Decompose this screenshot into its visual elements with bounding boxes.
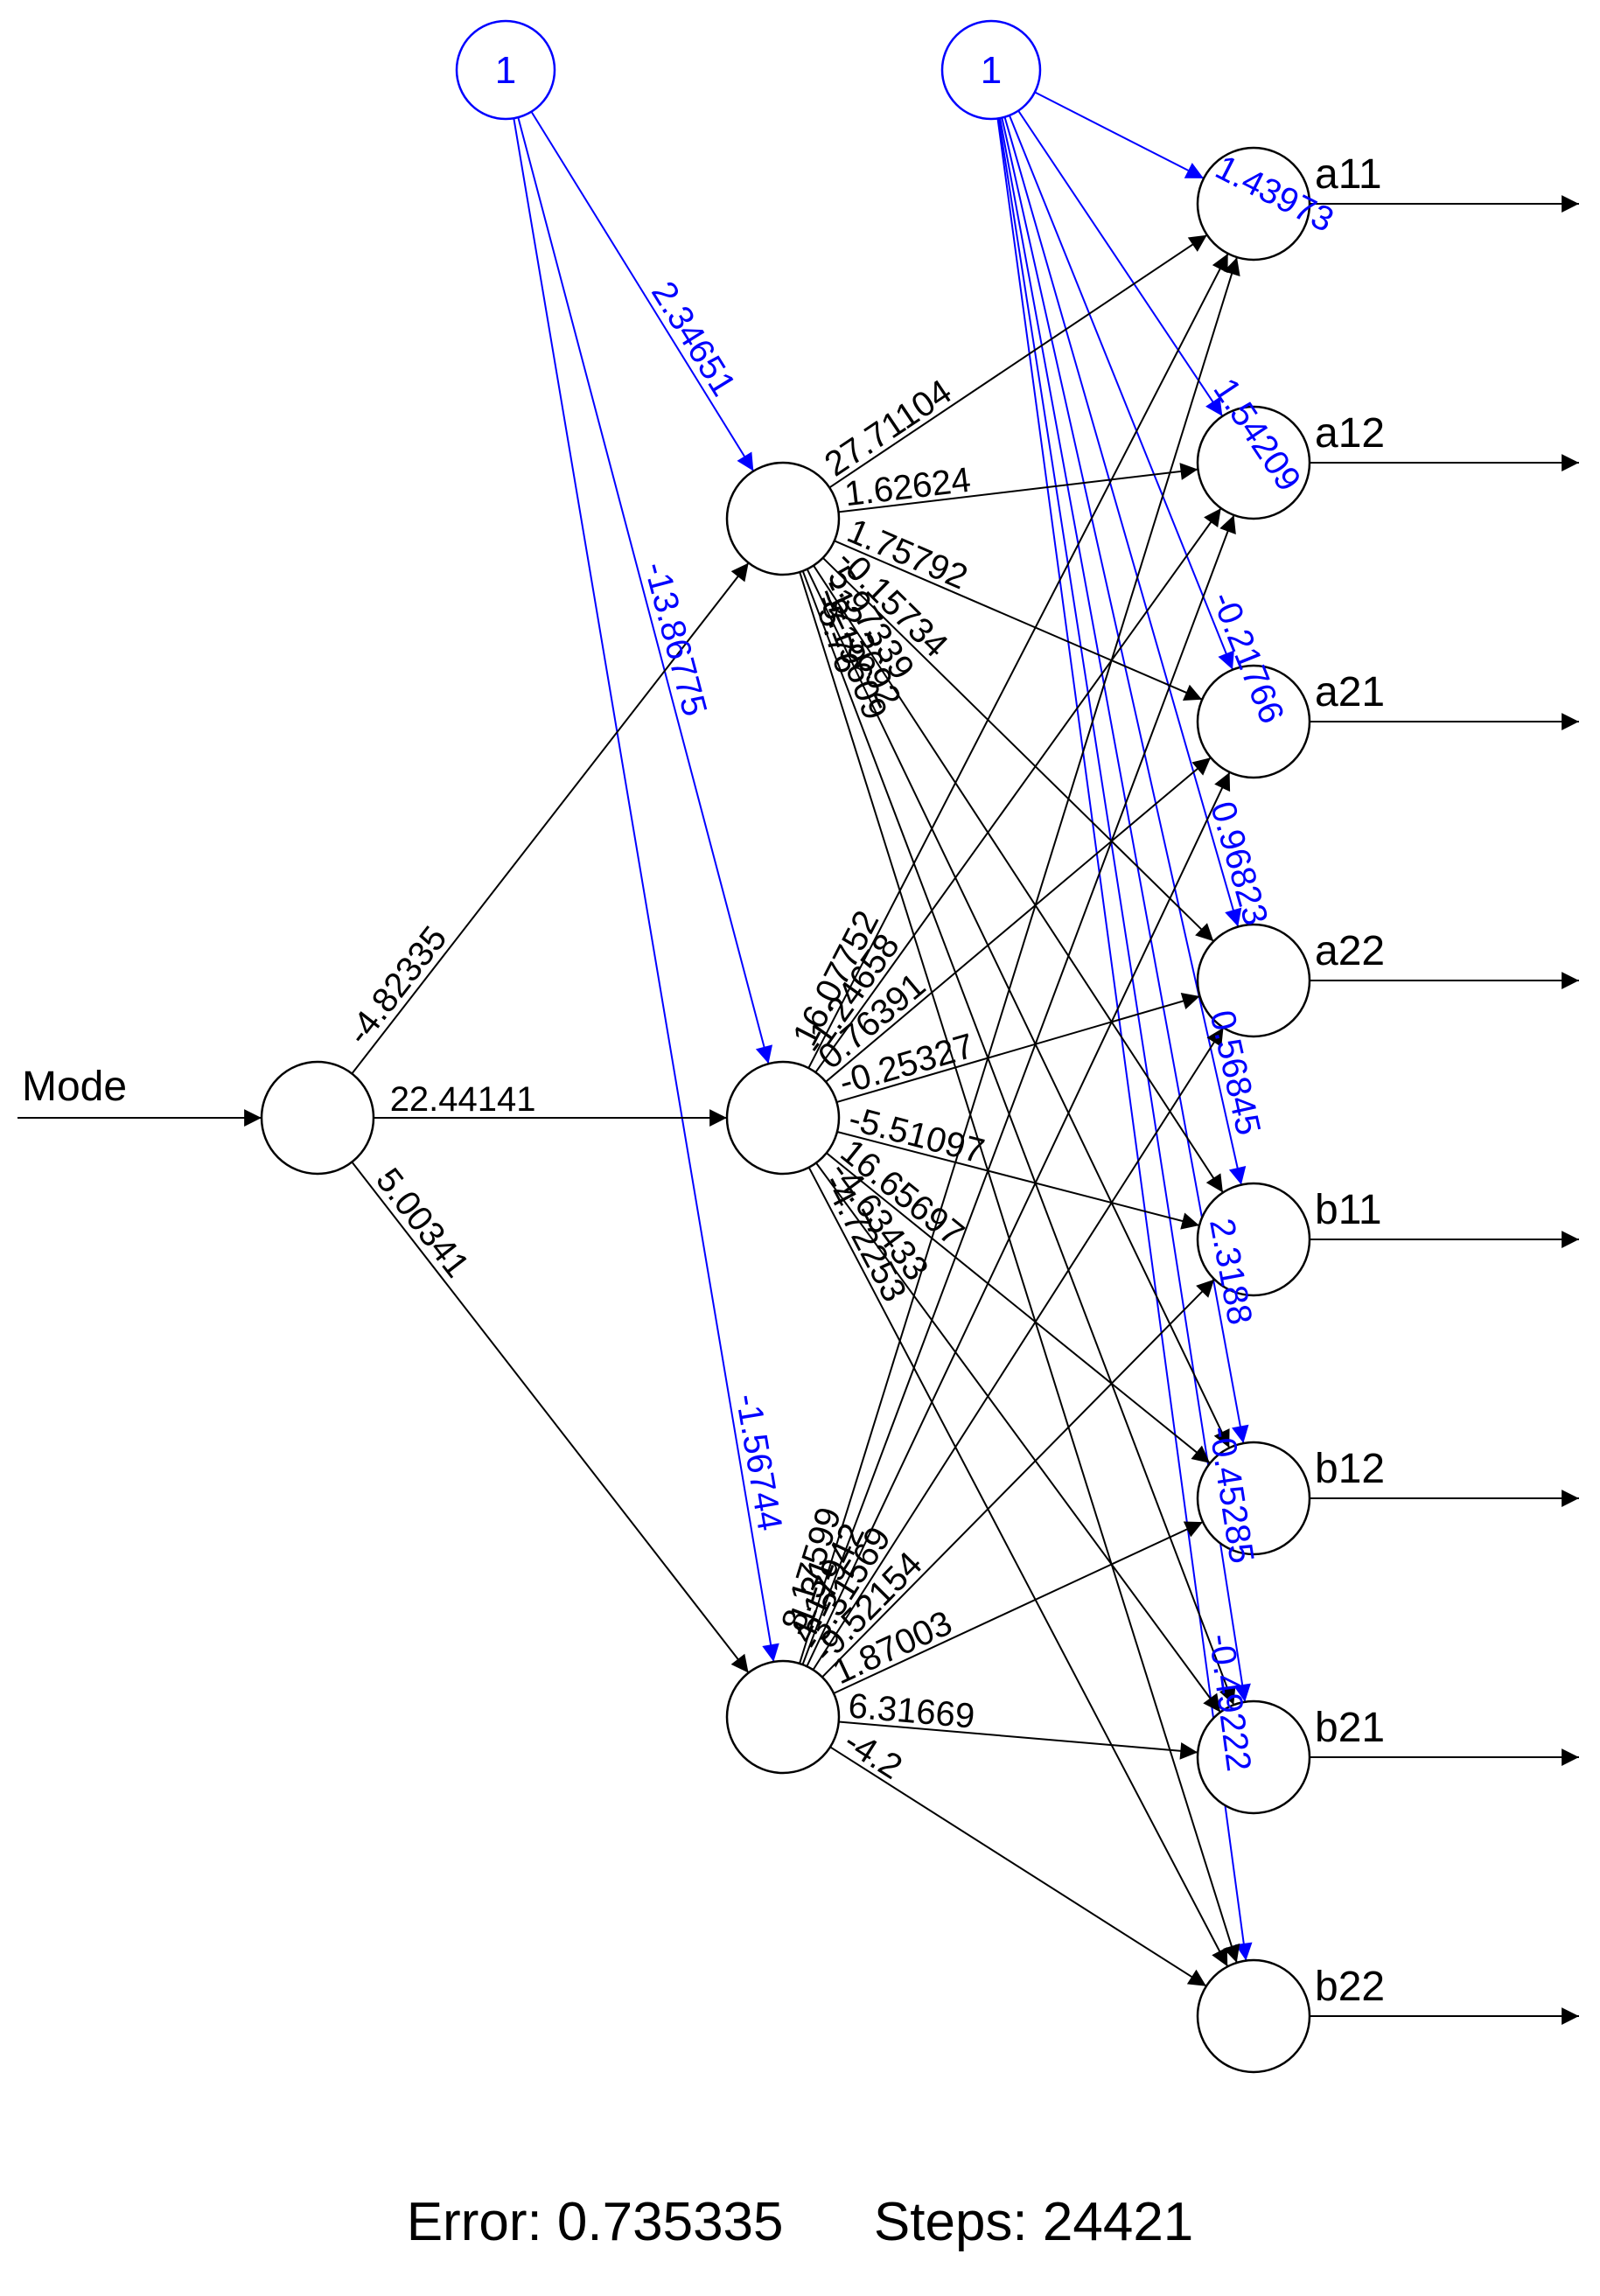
bias-node-2-label: 1 xyxy=(981,49,1002,92)
bias-edge-hidden-1 xyxy=(530,111,755,472)
output-label-a12: a12 xyxy=(1315,410,1385,457)
hidden-node-3 xyxy=(725,1659,841,1775)
bias-edge-a12 xyxy=(1017,110,1224,417)
output-node-b21 xyxy=(1196,1699,1311,1815)
bias-edge-hidden-3 xyxy=(513,118,779,1663)
edge-hidden2-to-a11 xyxy=(807,253,1229,1069)
bias-edge-a22 xyxy=(1003,116,1242,927)
bias-weight-hidden-1: 2.34651 xyxy=(644,275,743,402)
input-node xyxy=(260,1060,375,1176)
bias-node-2 xyxy=(940,19,1042,121)
bias-edge-a11 xyxy=(1034,91,1205,179)
weight-input-hidden-2: 22.44141 xyxy=(390,1080,536,1119)
output-node-b12 xyxy=(1196,1441,1311,1556)
edge-hidden3-to-b11 xyxy=(821,1278,1215,1678)
edge-hidden1-to-a22 xyxy=(821,557,1215,942)
edge-hidden1-to-a12 xyxy=(838,463,1198,513)
edge-hidden1-to-b22 xyxy=(799,571,1240,1964)
edge-hidden2-to-a12 xyxy=(814,507,1222,1073)
weight-input-hidden-3: 5.00341 xyxy=(368,1162,476,1285)
edge-hidden2-to-a22 xyxy=(836,993,1200,1104)
output-node-a21 xyxy=(1196,664,1311,779)
edge-hidden3-to-b21 xyxy=(838,1720,1198,1760)
edge-input-to-hidden-1 xyxy=(351,562,750,1075)
bias-node-1 xyxy=(455,19,556,121)
edge-hidden3-to-a21 xyxy=(806,771,1231,1667)
hidden-node-1 xyxy=(725,461,841,576)
edge-hidden2-to-b21 xyxy=(815,1162,1221,1713)
output-node-a22 xyxy=(1196,923,1311,1038)
input-label: Mode xyxy=(22,1064,127,1110)
bias-edge-b22 xyxy=(996,118,1253,1961)
bias-edge-b21 xyxy=(997,118,1251,1702)
bias-edge-hidden-2 xyxy=(517,116,773,1064)
bias-weight-hidden-3: -1.56744 xyxy=(728,1391,789,1533)
edge-hidden1-to-b21 xyxy=(801,570,1236,1706)
weight-labels: Mode -4.82335 22.44141 5.00341 2.34651 -13.86… xyxy=(22,148,1385,2010)
edge-hidden3-to-a22 xyxy=(812,1027,1225,1671)
edge-hidden2-to-b22 xyxy=(807,1167,1229,1967)
edge-hidden1-to-b11 xyxy=(813,565,1224,1193)
edge-hidden2-to-a21 xyxy=(825,757,1212,1083)
steps-label: Steps: 24421 xyxy=(873,2192,1194,2252)
weight-hidden3-b22: -4.2 xyxy=(837,1722,909,1787)
edge-input-to-hidden-3 xyxy=(351,1161,750,1674)
output-label-a21: a21 xyxy=(1315,669,1385,715)
output-node-a11 xyxy=(1196,146,1311,262)
bias-weight-hidden-2: -13.86775 xyxy=(637,558,715,720)
bias-node-1-label: 1 xyxy=(495,49,516,92)
bias-weight-a22: 0.96823 xyxy=(1203,798,1275,930)
output-node-b22 xyxy=(1196,1958,1311,2074)
output-node-b11 xyxy=(1196,1182,1311,1297)
edge-hidden3-to-a11 xyxy=(799,256,1240,1664)
output-label-a22: a22 xyxy=(1315,928,1385,974)
output-label-b22: b22 xyxy=(1315,1964,1385,2010)
training-summary: Error: 0.735335 Steps: 24421 xyxy=(0,2191,1600,2253)
edge-hidden1-to-b12 xyxy=(806,569,1231,1448)
hidden-node-2 xyxy=(725,1060,841,1176)
output-node-a12 xyxy=(1196,405,1311,520)
weight-edges xyxy=(17,195,1579,2025)
edge-hidden3-to-b22 xyxy=(829,1746,1207,1987)
edge-hidden1-to-a11 xyxy=(828,234,1208,489)
edge-hidden2-to-b11 xyxy=(836,1131,1200,1230)
output-label-a11: a11 xyxy=(1315,151,1382,198)
edge-hidden1-to-a21 xyxy=(834,540,1203,701)
output-label-b21: b21 xyxy=(1315,1705,1385,1751)
edge-hidden3-to-a12 xyxy=(801,514,1236,1665)
output-label-b11: b11 xyxy=(1315,1187,1382,1233)
edge-hidden2-to-b12 xyxy=(826,1152,1211,1464)
bias-edge-a21 xyxy=(1008,115,1234,670)
error-label: Error: 0.735335 xyxy=(406,2192,784,2252)
weight-input-hidden-1: -4.82335 xyxy=(339,919,455,1052)
output-label-b12: b12 xyxy=(1315,1446,1385,1492)
bias-edge-b11 xyxy=(1001,117,1247,1185)
edge-hidden3-to-b12 xyxy=(833,1521,1204,1694)
